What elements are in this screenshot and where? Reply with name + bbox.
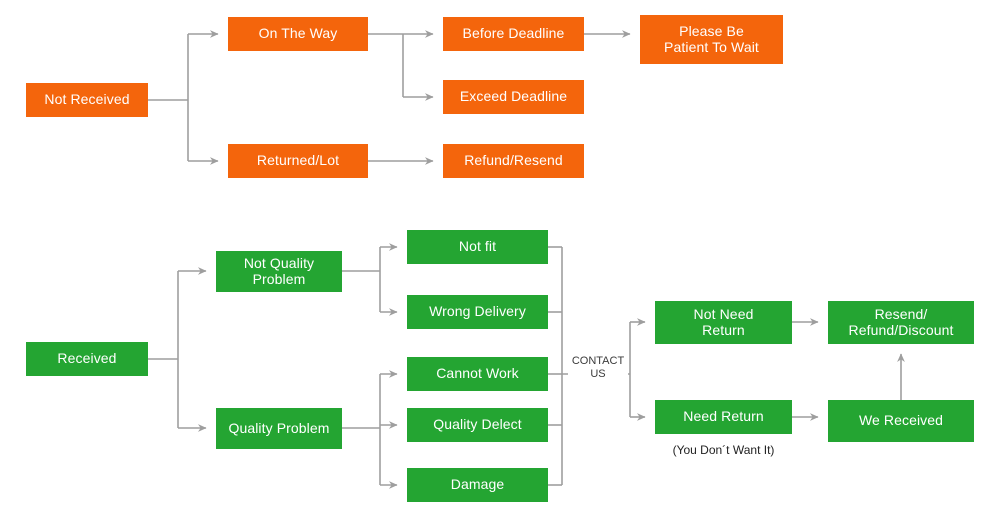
caption-you-dont-want-it: (You Don´t Want It)	[672, 443, 775, 457]
node-cannot-work[interactable]: Cannot Work	[407, 357, 548, 391]
node-damage[interactable]: Damage	[407, 468, 548, 502]
node-received[interactable]: Received	[26, 342, 148, 376]
node-on-the-way[interactable]: On The Way	[228, 17, 368, 51]
node-not-quality-problem[interactable]: Not Quality Problem	[216, 251, 342, 292]
node-not-need-return[interactable]: Not Need Return	[655, 301, 792, 344]
node-quality-problem[interactable]: Quality Problem	[216, 408, 342, 449]
node-quality-delect[interactable]: Quality Delect	[407, 408, 548, 442]
node-refund-resend[interactable]: Refund/Resend	[443, 144, 584, 178]
node-resend-refund-discount[interactable]: Resend/ Refund/Discount	[828, 301, 974, 344]
node-we-received[interactable]: We Received	[828, 400, 974, 442]
node-not-fit[interactable]: Not fit	[407, 230, 548, 264]
node-returned-lot[interactable]: Returned/Lot	[228, 144, 368, 178]
node-not-received[interactable]: Not Received	[26, 83, 148, 117]
node-need-return[interactable]: Need Return	[655, 400, 792, 434]
node-exceed-deadline[interactable]: Exceed Deadline	[443, 80, 584, 114]
node-wrong-delivery[interactable]: Wrong Delivery	[407, 295, 548, 329]
node-please-be-patient-to-wait[interactable]: Please Be Patient To Wait	[640, 15, 783, 64]
edge-label-contact-us: CONTACT US	[568, 355, 628, 381]
node-before-deadline[interactable]: Before Deadline	[443, 17, 584, 51]
